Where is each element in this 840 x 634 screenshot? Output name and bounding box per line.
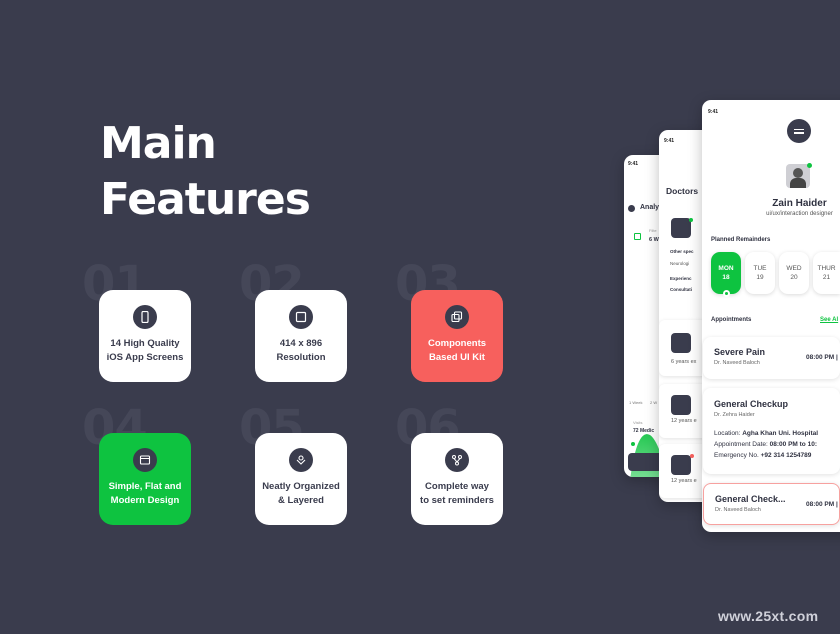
page-title: Main Features	[100, 116, 311, 228]
feature-label: Complete way	[425, 481, 489, 492]
date-value: 08:00 PM to 10:	[769, 441, 817, 448]
online-dot	[689, 218, 693, 222]
spec-value: Neurologi	[670, 261, 690, 266]
menu-icon[interactable]	[787, 119, 811, 143]
profile-name: Zain Haider	[772, 198, 827, 209]
layers-icon	[289, 448, 313, 472]
feature-label: iOS App Screens	[106, 352, 184, 363]
day-selector-mon[interactable]: MON 18	[711, 252, 741, 297]
legend-label: 2 W	[650, 400, 658, 405]
filter-label: Filte	[649, 228, 657, 233]
day-label: MON	[718, 265, 734, 272]
feature-label: Resolution	[276, 352, 326, 363]
day-number: 21	[822, 274, 831, 281]
title-line-1: Main	[100, 118, 217, 169]
copy-icon	[445, 305, 469, 329]
status-time: 9:41	[664, 138, 675, 144]
feature-card-organized: Neatly Organized & Layered	[255, 433, 347, 525]
see-all-link[interactable]: See Al	[820, 317, 839, 323]
feature-card-ios-screens: 14 High Quality iOS App Screens	[99, 290, 191, 382]
experience-label: Experienc	[670, 276, 692, 281]
feature-label: Based UI Kit	[429, 352, 485, 363]
day-selector-wed[interactable]: WED 20	[779, 252, 809, 294]
avatar	[786, 164, 810, 188]
appointment-time: 08:00 PM |	[806, 501, 838, 508]
calendar-icon	[634, 233, 641, 240]
date-label: Appointment Date:	[714, 441, 768, 448]
online-dot	[807, 163, 812, 168]
legend-label: 1 Week	[629, 400, 643, 405]
appointment-title: General Checkup	[714, 399, 789, 409]
feature-label: & Layered	[278, 495, 324, 506]
consultation-label: Consultati	[670, 287, 692, 292]
other-spec-label: Other spec	[670, 249, 694, 254]
day-label: TUE	[753, 265, 767, 272]
flow-icon	[445, 448, 469, 472]
appointment-doctor: Dr. Zehra Haider	[714, 412, 755, 418]
phone-icon	[133, 305, 157, 329]
day-number: 20	[790, 274, 798, 281]
filter-value: 6 W	[649, 237, 659, 243]
screen-title: Analy	[640, 204, 660, 211]
emergency-label: Emergency No.	[714, 452, 759, 459]
status-time: 9:41	[708, 109, 719, 115]
feature-label: Modern Design	[110, 495, 180, 506]
day-selector-tue[interactable]: TUE 19	[745, 252, 775, 294]
feature-label: Components	[427, 338, 487, 349]
back-arrow-icon[interactable]	[628, 205, 635, 212]
offline-dot	[690, 454, 694, 458]
location-label: Location:	[714, 430, 741, 437]
section-title: Planned Remainders	[711, 237, 771, 243]
profile-role: ui/ux/interaction designer	[766, 211, 833, 217]
appointment-title: Severe Pain	[714, 347, 766, 357]
feature-label: 414 x 896	[279, 338, 323, 349]
appointment-time: 08:00 PM |	[806, 354, 838, 361]
avatar	[671, 333, 691, 353]
title-line-2: Features	[100, 174, 311, 225]
avatar	[671, 455, 691, 475]
appointment-card[interactable]: General Check... Dr. Naveed Baloch 08:00…	[703, 483, 840, 525]
section-title: Appointments	[711, 317, 752, 323]
appointment-title: General Check...	[715, 494, 786, 504]
location-value: Agha Khan Uni. Hospital	[742, 430, 819, 437]
feature-label: Neatly Organized	[262, 481, 340, 492]
appointment-card[interactable]: General Checkup Dr. Zehra Haider Locatio…	[703, 388, 840, 474]
day-number: 19	[756, 274, 764, 281]
day-number: 18	[722, 274, 730, 281]
appointment-card[interactable]: Severe Pain Dr. Naveed Baloch 08:00 PM |	[703, 337, 840, 379]
visits-label: Visits	[633, 420, 643, 425]
status-time: 9:41	[628, 161, 639, 167]
browser-icon	[133, 448, 157, 472]
emergency-value: +92 314 1254789	[760, 452, 812, 459]
visits-value: 72 Medic	[633, 428, 655, 434]
feature-label: 14 High Quality	[110, 338, 180, 349]
frame-icon	[289, 305, 313, 329]
feature-label: to set reminders	[420, 495, 494, 506]
avatar	[671, 218, 691, 238]
screen-title: Doctors	[666, 186, 699, 196]
feature-card-reminders: Complete way to set reminders	[411, 433, 503, 525]
day-label: WED	[786, 265, 802, 272]
appointment-date: Appointment Date: 08:00 PM to 10:	[714, 441, 817, 448]
appointment-emergency: Emergency No. +92 314 1254789	[714, 452, 811, 459]
doctor-experience: 12 years e	[671, 418, 697, 424]
appointment-location: Location: Agha Khan Uni. Hospital	[714, 430, 818, 437]
watermark: www.25xt.com	[718, 608, 819, 624]
doctor-experience: 6 years ex	[671, 359, 697, 365]
day-selector-thur[interactable]: THUR 21	[813, 252, 840, 294]
selected-dot	[722, 290, 730, 297]
day-label: THUR	[817, 265, 836, 272]
graph-point	[631, 442, 635, 446]
doctor-experience: 12 years e	[671, 478, 697, 484]
appointment-doctor: Dr. Naveed Baloch	[715, 507, 761, 513]
avatar	[671, 395, 691, 415]
feature-label: Simple, Flat and	[108, 481, 182, 492]
appointment-doctor: Dr. Naveed Baloch	[714, 360, 760, 366]
